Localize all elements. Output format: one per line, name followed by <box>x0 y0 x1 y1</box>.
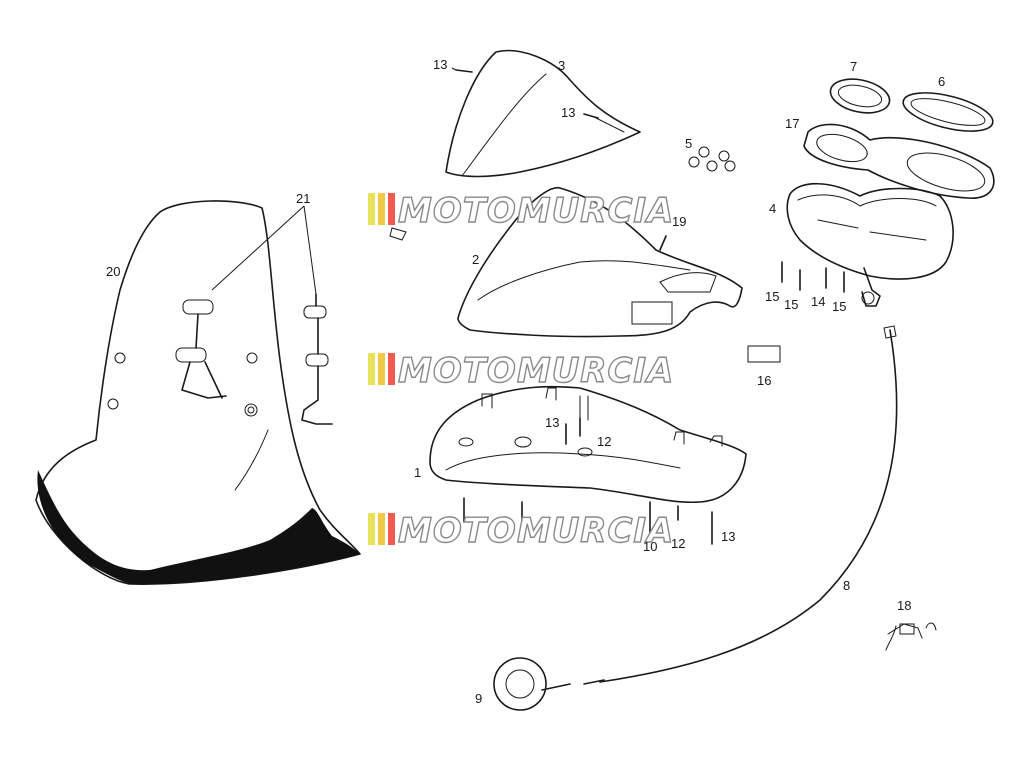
callout-15: 15 <box>832 299 846 314</box>
callout-7: 7 <box>850 59 857 74</box>
speedo-cable-part <box>583 325 898 685</box>
callout-15: 15 <box>765 289 779 304</box>
windscreen-black-base <box>37 470 361 585</box>
watermark-stripe <box>378 513 385 545</box>
instrument-cluster-part <box>786 182 954 307</box>
watermark-stripe <box>388 193 395 225</box>
callouts: 13 3 13 7 6 17 5 21 4 19 2 20 15 15 14 1… <box>106 57 945 706</box>
callout-4: 4 <box>769 201 776 216</box>
callout-19: 19 <box>672 214 686 229</box>
callout-21: 21 <box>296 191 310 206</box>
callout-18: 18 <box>897 598 911 613</box>
rings-part <box>803 78 995 199</box>
callout-6: 6 <box>938 74 945 89</box>
callout-13: 13 <box>561 105 575 120</box>
callout-17: 17 <box>785 116 799 131</box>
callout-5: 5 <box>685 136 692 151</box>
small-parts <box>389 69 937 651</box>
watermark-text: MOTOMURCIA <box>398 191 674 231</box>
drive-gear-part <box>493 657 571 711</box>
callout-15: 15 <box>784 297 798 312</box>
leader-lines <box>211 67 457 295</box>
middle-cover-part <box>457 186 743 338</box>
callout-16: 16 <box>757 373 771 388</box>
bracket-part <box>175 293 333 425</box>
callout-12: 12 <box>597 434 611 449</box>
watermark-stripe <box>388 353 395 385</box>
lower-body-part <box>429 385 747 504</box>
watermark-2: MOTOMURCIA <box>368 350 674 392</box>
watermark-stripe <box>378 193 385 225</box>
watermark-stripe <box>368 193 375 225</box>
watermark-stripe <box>388 513 395 545</box>
callout-9: 9 <box>475 691 482 706</box>
callout-1: 1 <box>414 465 421 480</box>
callout-8: 8 <box>843 578 850 593</box>
callout-10: 10 <box>643 539 657 554</box>
callout-13: 13 <box>545 415 559 430</box>
watermark-3: MOTOMURCIA <box>368 510 674 552</box>
callout-14: 14 <box>811 294 825 309</box>
callout-2: 2 <box>472 252 479 267</box>
bushings-part <box>688 146 736 172</box>
watermark-stripe <box>378 353 385 385</box>
callout-13: 13 <box>433 57 447 72</box>
callout-13: 13 <box>721 529 735 544</box>
watermark-text: MOTOMURCIA <box>398 351 674 391</box>
top-fairing-part <box>445 49 641 178</box>
callout-12: 12 <box>671 536 685 551</box>
watermark-stripe <box>368 353 375 385</box>
watermark-text: MOTOMURCIA <box>398 511 674 551</box>
callout-3: 3 <box>558 58 565 73</box>
callout-20: 20 <box>106 264 120 279</box>
watermark-stripe <box>368 513 375 545</box>
watermark-1: MOTOMURCIA <box>368 190 674 232</box>
windscreen-part <box>35 200 361 585</box>
